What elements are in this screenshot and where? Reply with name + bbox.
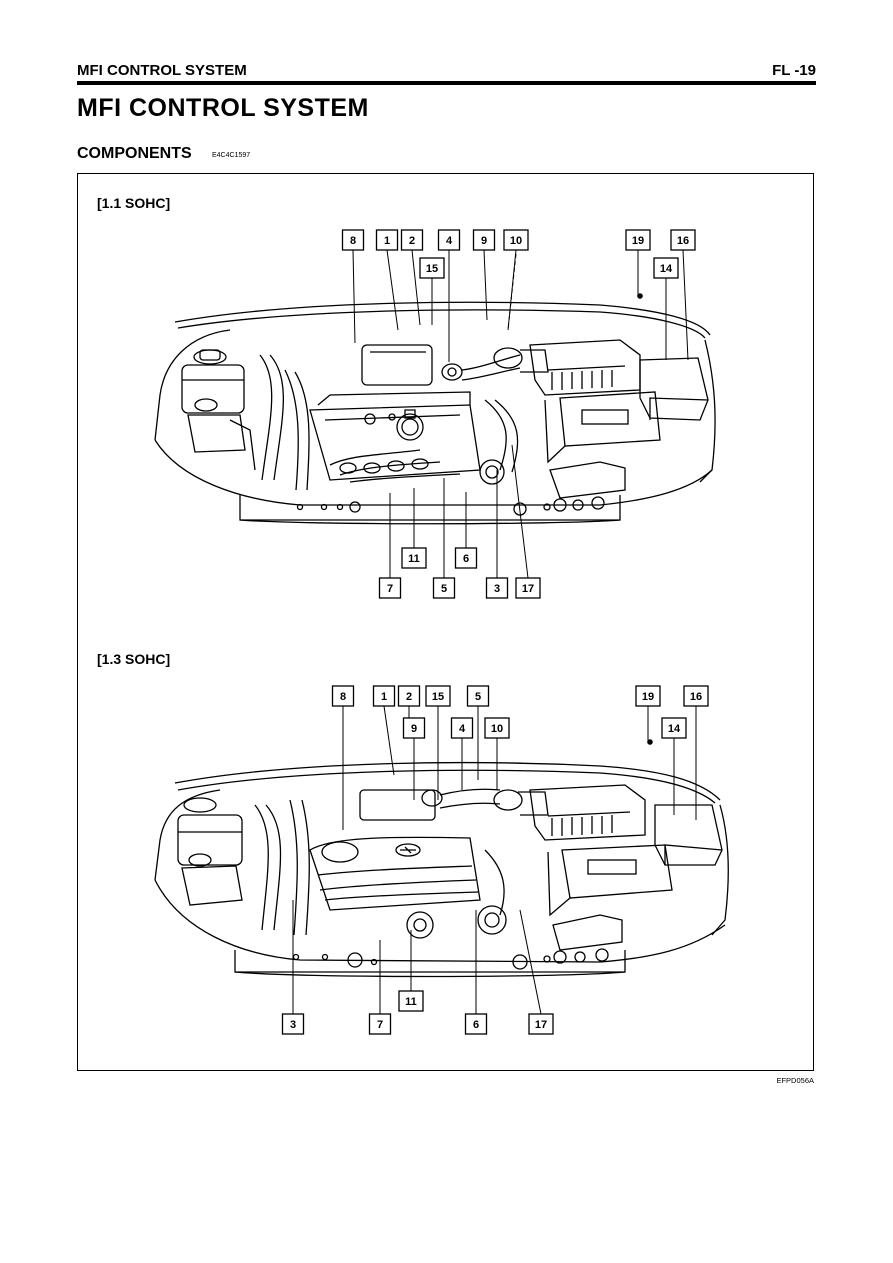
callout-number-d2-17: 17: [535, 1019, 547, 1031]
callout-number-d2-11: 11: [405, 996, 417, 1008]
callout-number-d2-15: 15: [432, 691, 444, 703]
callout-leader-d1-17: [511, 444, 529, 579]
callout-number-d1-1: 1: [384, 235, 390, 247]
callout-layer: 8 1 2 15 4 9 10 19 16 14 11 6 7 5 3 17 8 1 2 15 5 9 4 10 19 16 14 1…: [281, 229, 709, 1035]
callout-leader-d2-17: [519, 909, 542, 1015]
callout-number-d1-6: 6: [463, 553, 469, 565]
callout-box-d1-6: [454, 547, 478, 569]
callout-box-d2-3: [281, 1013, 305, 1035]
callout-box-d2-11: [398, 990, 424, 1012]
callout-number-d1-5: 5: [441, 583, 447, 595]
callout-box-d2-19: [635, 685, 661, 707]
figure-code: EFPD056A: [776, 1076, 814, 1085]
reference-dot-2: [647, 739, 653, 745]
callout-number-d2-8: 8: [340, 691, 346, 703]
engine-bay-drawing-2: [154, 761, 729, 978]
callout-box-d2-1: [372, 685, 396, 707]
callout-number-d1-9: 9: [481, 235, 487, 247]
callout-number-d2-14: 14: [668, 723, 681, 735]
callout-box-d2-14: [661, 717, 687, 739]
callout-box-d1-1: [375, 229, 399, 251]
callout-leader-d1-1: [386, 249, 399, 331]
callout-box-d1-16: [670, 229, 696, 251]
callout-box-d1-7: [378, 577, 402, 599]
callout-number-d2-7: 7: [377, 1019, 383, 1031]
callout-number-d2-4: 4: [459, 723, 466, 735]
callout-leader-d1-16: [682, 249, 689, 361]
callout-number-d2-5: 5: [475, 691, 481, 703]
callout-box-d1-3: [485, 577, 509, 599]
callout-number-d1-10: 10: [510, 235, 522, 247]
callout-number-d1-19: 19: [632, 235, 644, 247]
callout-box-d1-14: [653, 257, 679, 279]
engine-bay-drawing-1: [154, 301, 716, 525]
running-header-page: FL -19: [772, 62, 816, 79]
callout-box-d2-17: [528, 1013, 554, 1035]
reference-dot-1: [637, 293, 643, 299]
callout-box-d2-6: [464, 1013, 488, 1035]
callout-box-d2-16: [683, 685, 709, 707]
callout-box-d1-5: [432, 577, 456, 599]
callout-box-d1-15: [419, 257, 445, 279]
callout-number-d2-1: 1: [381, 691, 387, 703]
callout-box-d2-15: [425, 685, 451, 707]
callout-box-d1-10: [503, 229, 529, 251]
callout-box-d2-8: [331, 685, 355, 707]
callout-box-d2-2: [397, 685, 421, 707]
callout-box-d1-11: [401, 547, 427, 569]
callout-number-d1-7: 7: [387, 583, 393, 595]
callout-number-d1-15: 15: [426, 263, 438, 275]
callout-box-d1-4: [437, 229, 461, 251]
callout-leader-d1-8: [352, 249, 356, 344]
document-code: E4C4C1597: [212, 152, 251, 159]
header-rule: [77, 81, 816, 85]
callout-box-d2-7: [368, 1013, 392, 1035]
callout-number-d1-4: 4: [446, 235, 453, 247]
callout-number-d1-3: 3: [494, 583, 500, 595]
callout-box-d1-9: [472, 229, 496, 251]
callout-leader-d1-9: [483, 249, 488, 321]
callout-box-d1-8: [341, 229, 365, 251]
callout-box-d2-5: [466, 685, 490, 707]
callout-number-d1-2: 2: [409, 235, 415, 247]
page-title: MFI CONTROL SYSTEM: [77, 94, 369, 122]
callout-box-d2-9: [402, 717, 426, 739]
callout-number-d2-3: 3: [290, 1019, 296, 1031]
diagram-label-1-3-sohc: [1.3 SOHC]: [97, 651, 171, 667]
figure-frame: [77, 173, 814, 1071]
callout-number-d2-6: 6: [473, 1019, 479, 1031]
callout-number-d1-11: 11: [408, 553, 420, 565]
callout-leader-d2-1: [383, 705, 395, 776]
callout-box-d2-4: [450, 717, 474, 739]
callout-number-d2-9: 9: [411, 723, 417, 735]
callout-number-d1-17: 17: [522, 583, 534, 595]
diagram-label-1-1-sohc: [1.1 SOHC]: [97, 195, 171, 211]
callout-leader-d1-10: [507, 249, 517, 331]
callout-number-d2-10: 10: [491, 723, 503, 735]
callout-number-d2-16: 16: [690, 691, 702, 703]
callout-box-d1-2: [400, 229, 424, 251]
section-subtitle: COMPONENTS: [77, 145, 192, 162]
callout-number-d1-16: 16: [677, 235, 689, 247]
callout-number-d1-8: 8: [350, 235, 356, 247]
running-header-section: MFI CONTROL SYSTEM: [77, 62, 247, 79]
callout-box-d2-10: [484, 717, 510, 739]
callout-box-d1-19: [625, 229, 651, 251]
callout-leader-d1-2: [411, 249, 421, 326]
callout-number-d2-19: 19: [642, 691, 654, 703]
callout-number-d2-2: 2: [406, 691, 412, 703]
callout-number-d1-14: 14: [660, 263, 673, 275]
callout-box-d1-17: [515, 577, 541, 599]
